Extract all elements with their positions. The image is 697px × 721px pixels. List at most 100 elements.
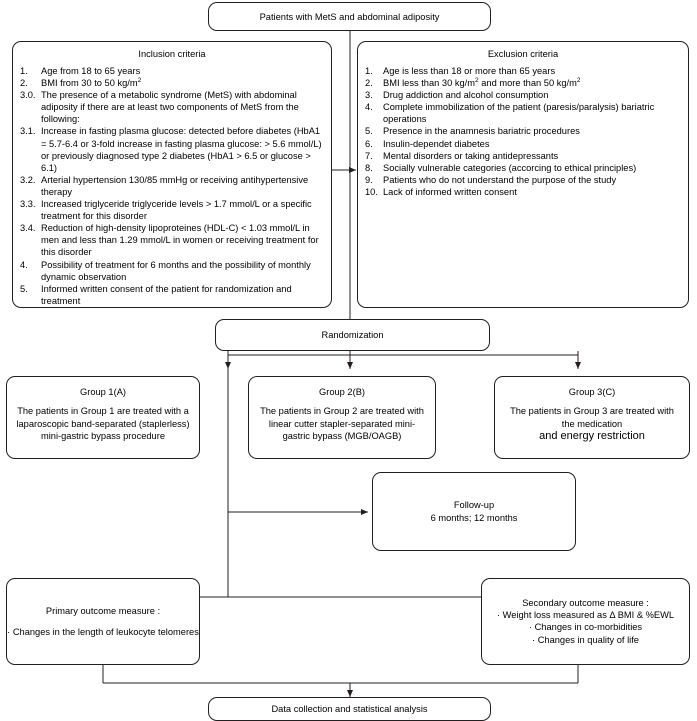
exclusion-item-text: Patients who do not understand the purpo… — [383, 174, 617, 185]
node-secondary-outcome-item: · Changes in co-morbidities — [529, 621, 642, 633]
inclusion-item-number: 5. — [20, 283, 28, 294]
exclusion-item-number: 10. — [365, 186, 378, 197]
node-primary-outcome-item-text: Changes in the length of leukocyte telom… — [12, 626, 199, 637]
exclusion-heading: Exclusion criteria — [487, 49, 559, 59]
node-group-3-body: The patients in Group 3 are treated with… — [510, 406, 674, 429]
exclusion-item-number: 1. — [365, 66, 373, 76]
exclusion-item: 6. Insulin-dependet diabetes — [365, 138, 681, 150]
inclusion-item: 1. Age from 18 to 65 years — [20, 65, 324, 77]
exclusion-item-text: Mental disorders or taking antidepressan… — [383, 150, 559, 161]
inclusion-item-number: 2. — [20, 78, 28, 89]
node-secondary-outcome-item-text: Weight loss measured as Δ BMI & %EWL — [502, 609, 675, 620]
inclusion-item-number: 3.4. — [20, 223, 36, 234]
node-group-1-body: The patients in Group 1 are treated with… — [16, 406, 190, 442]
inclusion-item: 2. BMI from 30 to 50 kg/m2 — [20, 77, 324, 89]
inclusion-item-text: The presence of a metabolic syndrome (Me… — [41, 90, 299, 125]
exclusion-item-number: 8. — [365, 162, 373, 173]
node-primary-outcome-item: · Changes in the length of leukocyte tel… — [7, 626, 199, 638]
exclusion-item-number: 3. — [365, 90, 373, 101]
inclusion-item-text: BMI from 30 to 50 kg/m2 — [41, 77, 142, 89]
node-randomization[interactable]: Randomization — [215, 319, 490, 351]
exclusion-list: 1. Age is less than 18 or more than 65 y… — [358, 65, 688, 198]
inclusion-item-number: 3.0. — [20, 90, 36, 101]
node-group-1-title: Group 1(A) — [80, 387, 126, 397]
node-group-3-title: Group 3(C) — [568, 387, 616, 397]
bullet-dot-icon: · — [532, 634, 538, 645]
inclusion-item-number: 3.1. — [20, 126, 36, 137]
node-secondary-outcome-item-text: Changes in co-morbidities — [534, 622, 643, 633]
inclusion-item-number: 4. — [20, 259, 28, 270]
inclusion-item: 3.3. Increased triglyceride triglyceride… — [20, 198, 324, 222]
node-patients-mets[interactable]: Patients with MetS and abdominal adiposi… — [208, 2, 491, 31]
bullet-dot-icon: · — [528, 622, 535, 633]
superscript: 2 — [576, 77, 581, 84]
node-primary-outcome-title: Primary outcome measure : — [45, 605, 161, 616]
node-secondary-outcome-item: · Changes in quality of life — [532, 634, 639, 646]
node-primary-outcome[interactable]: Primary outcome measure : · Changes in t… — [6, 578, 200, 665]
inclusion-item: 3.2. Arterial hypertension 130/85 mmHg o… — [20, 174, 324, 198]
exclusion-item: 4. Complete immobilization of the patien… — [365, 101, 681, 125]
exclusion-item: 10. Lack of informed written consent — [365, 186, 681, 198]
exclusion-item-text: Insulin-dependet diabetes — [383, 138, 490, 149]
inclusion-item-number: 1. — [20, 66, 28, 76]
node-followup-detail: 6 months; 12 months — [430, 512, 518, 523]
node-group-2[interactable]: Group 2(B) The patients in Group 2 are t… — [248, 376, 436, 459]
exclusion-item-number: 5. — [365, 126, 373, 137]
node-group-3[interactable]: Group 3(C) The patients in Group 3 are t… — [494, 376, 690, 459]
node-secondary-outcome-item-text: Changes in quality of life — [537, 634, 639, 645]
superscript: 2 — [474, 77, 479, 84]
inclusion-item-text: Possibility of treatment for 6 months an… — [41, 259, 311, 282]
bullet-dot-icon: · — [496, 609, 503, 620]
exclusion-item-number: 7. — [365, 150, 373, 161]
node-exclusion-criteria[interactable]: Exclusion criteria 1. Age is less than 1… — [357, 41, 689, 308]
inclusion-item: 3.0. The presence of a metabolic syndrom… — [20, 89, 324, 125]
exclusion-item-text: Drug addiction and alcohol consumption — [383, 90, 549, 101]
inclusion-item: 5. Informed written consent of the patie… — [20, 283, 324, 307]
exclusion-item-number: 2. — [365, 78, 373, 89]
superscript: 2 — [137, 77, 142, 84]
exclusion-item-number: 6. — [365, 138, 373, 149]
node-group-2-title: Group 2(B) — [319, 387, 365, 397]
exclusion-item-text: Age is less than 18 or more than 65 year… — [383, 66, 556, 76]
bullet-dot-icon: · — [7, 626, 13, 637]
inclusion-item-number: 3.3. — [20, 199, 36, 210]
inclusion-item: 3.1. Increase in fasting plasma glucose:… — [20, 125, 324, 173]
node-secondary-outcome-item: · Weight loss measured as Δ BMI & %EWL — [497, 609, 674, 621]
inclusion-item: 3.4. Reduction of high-density lipoprote… — [20, 222, 324, 258]
exclusion-item-text: Complete immobilization of the patient (… — [383, 102, 655, 125]
exclusion-item: 7. Mental disorders or taking antidepres… — [365, 150, 681, 162]
exclusion-item-text: BMI less than 30 kg/m2 and more than 50 … — [383, 77, 581, 89]
exclusion-item: 2. BMI less than 30 kg/m2 and more than … — [365, 77, 681, 89]
exclusion-item-number: 4. — [365, 102, 373, 113]
inclusion-item-text: Increased triglyceride triglyceride leve… — [41, 199, 312, 222]
exclusion-item-number: 9. — [365, 174, 373, 185]
exclusion-item-text: Presence in the anamnesis bariatric proc… — [383, 126, 580, 137]
exclusion-item: 1. Age is less than 18 or more than 65 y… — [365, 65, 681, 77]
node-followup-title: Follow-up — [453, 500, 495, 511]
node-group-1[interactable]: Group 1(A) The patients in Group 1 are t… — [6, 376, 200, 459]
node-secondary-outcome-title: Secondary outcome measure : — [522, 597, 649, 608]
node-patients-mets-label: Patients with MetS and abdominal adiposi… — [259, 11, 440, 22]
inclusion-list: 1. Age from 18 to 65 years 2. BMI from 3… — [13, 65, 331, 307]
exclusion-item-text: Lack of informed written consent — [383, 186, 517, 197]
node-data-collection-label: Data collection and statistical analysis — [271, 704, 428, 714]
inclusion-item-number: 3.2. — [20, 174, 36, 185]
exclusion-item-text: Socially vulnerable categories (accorcin… — [383, 162, 637, 173]
node-group-3-emphasis: and energy restriction — [539, 430, 645, 443]
inclusion-item: 4. Possibility of treatment for 6 months… — [20, 259, 324, 283]
inclusion-item-text: Reduction of high-density lipoproteines … — [41, 223, 319, 258]
inclusion-item-text: Arterial hypertension 130/85 mmHg or rec… — [41, 174, 309, 197]
node-randomization-label: Randomization — [321, 330, 384, 340]
node-data-collection[interactable]: Data collection and statistical analysis — [208, 697, 491, 721]
inclusion-item-text: Age from 18 to 65 years — [41, 66, 141, 76]
exclusion-item: 8. Socially vulnerable categories (accor… — [365, 162, 681, 174]
exclusion-item: 5. Presence in the anamnesis bariatric p… — [365, 125, 681, 137]
exclusion-item: 3. Drug addiction and alcohol consumptio… — [365, 89, 681, 101]
node-inclusion-criteria[interactable]: Inclusion criteria 1. Age from 18 to 65 … — [12, 41, 332, 308]
node-secondary-outcome[interactable]: Secondary outcome measure : · Weight los… — [481, 578, 690, 665]
node-group-2-body: The patients in Group 2 are treated with… — [260, 406, 424, 442]
inclusion-item-text: Increase in fasting plasma glucose: dete… — [41, 126, 322, 173]
node-followup[interactable]: Follow-up 6 months; 12 months — [372, 472, 576, 551]
inclusion-heading: Inclusion criteria — [138, 49, 206, 59]
inclusion-item-text: Informed written consent of the patient … — [41, 283, 292, 306]
